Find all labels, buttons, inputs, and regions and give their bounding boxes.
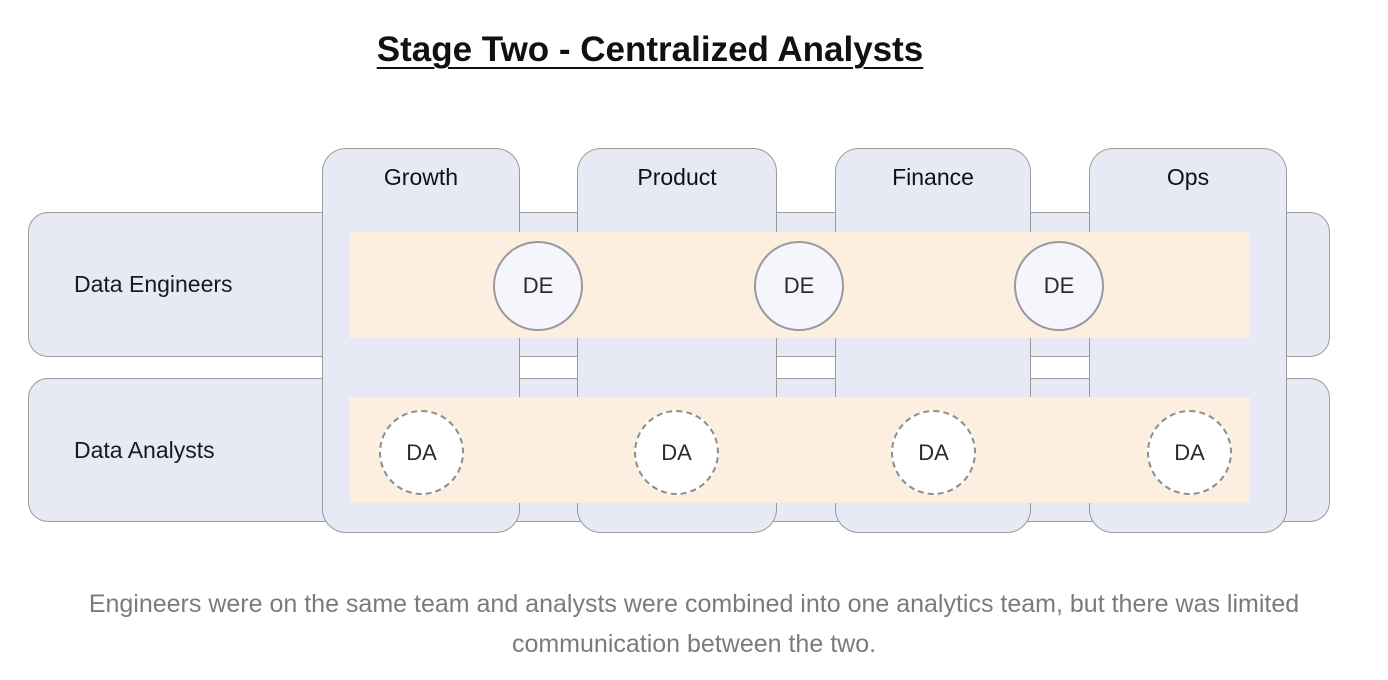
data-engineer-circle: DE: [754, 241, 844, 331]
column-label-product: Product: [637, 164, 717, 190]
caption-line-1: Engineers were on the same team and anal…: [88, 590, 1300, 618]
data-analyst-circle-label: DA: [918, 439, 949, 465]
data-analyst-circle: DA: [1147, 410, 1232, 495]
data-engineer-circle-label: DE: [783, 273, 815, 298]
data-analyst-circle-label: DA: [406, 439, 437, 465]
page-title: Stage Two - Centralized Analysts: [376, 30, 924, 69]
analysts-highlight-band: [349, 397, 1250, 503]
column-label-growth: Growth: [383, 164, 459, 190]
row-label-data-engineers: Data Engineers: [74, 271, 233, 297]
column-label-finance: Finance: [892, 164, 974, 190]
data-engineer-circle: DE: [493, 241, 583, 331]
caption: Engineers were on the same team and anal…: [0, 584, 1388, 664]
data-analyst-circle-label: DA: [1174, 439, 1205, 465]
column-label-ops: Ops: [1166, 164, 1210, 190]
data-analyst-circle: DA: [891, 410, 976, 495]
data-analyst-circle-label: DA: [661, 439, 692, 465]
data-engineer-circle-label: DE: [522, 273, 554, 298]
data-analyst-circle: DA: [634, 410, 719, 495]
caption-line-2: communication between the two.: [511, 630, 877, 658]
row-label-data-analysts: Data Analysts: [74, 436, 215, 463]
data-engineer-circle: DE: [1014, 241, 1104, 331]
data-analyst-circle: DA: [379, 410, 464, 495]
data-engineer-circle-label: DE: [1043, 273, 1075, 298]
